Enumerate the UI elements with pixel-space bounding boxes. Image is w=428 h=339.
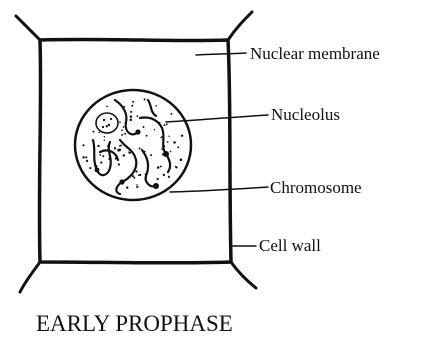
label-nucleolus: Nucleolus [271, 105, 340, 124]
speckle [98, 131, 100, 133]
speckle [157, 166, 160, 169]
speckle [177, 146, 179, 148]
speckle [176, 167, 178, 169]
label-chromosome: Chromosome [270, 178, 362, 197]
chromosomes [93, 100, 170, 194]
speckle [170, 151, 172, 153]
speckle [146, 135, 148, 137]
speckle [104, 136, 106, 138]
speckle [166, 123, 168, 125]
speckle [121, 134, 123, 136]
speckle [157, 178, 159, 180]
cell-wall-corner-tl [16, 16, 40, 40]
speckle [163, 124, 165, 126]
speckle [146, 159, 147, 160]
speckle [106, 106, 108, 108]
leader-lines [166, 53, 268, 246]
speckle [89, 167, 91, 169]
speckle [174, 142, 176, 144]
speckle [115, 157, 117, 159]
speckle [130, 119, 133, 122]
speckle [154, 129, 155, 130]
speckle [102, 155, 104, 157]
speckle [93, 131, 95, 133]
speckle [144, 98, 146, 100]
speckle [143, 126, 145, 128]
speckle [138, 174, 139, 175]
speckle [123, 154, 125, 156]
speckle [162, 154, 164, 156]
speckle [86, 160, 88, 162]
speckle [131, 105, 133, 107]
speckle [161, 136, 163, 138]
speckle [95, 165, 97, 167]
speckle [150, 154, 152, 156]
speckle [118, 163, 120, 165]
speckle [82, 144, 84, 146]
speckle [114, 147, 116, 149]
label-nuclear-membrane: Nuclear membrane [250, 44, 380, 63]
nucleus [75, 90, 191, 200]
speckle [133, 177, 135, 179]
speckle [163, 174, 165, 176]
speckle [170, 113, 172, 115]
leader-nuclear-membrane [196, 53, 246, 55]
leader-chromosome [170, 187, 268, 192]
speckle [163, 145, 165, 147]
speckle [97, 145, 99, 147]
speckle [108, 158, 110, 160]
speckle [107, 145, 109, 147]
speckle [145, 173, 147, 175]
nucleolus-body [96, 113, 118, 133]
speckle [128, 151, 129, 152]
speckle [139, 147, 141, 149]
speckle [137, 186, 139, 188]
speckle [159, 122, 161, 124]
speckle [106, 125, 108, 127]
speckle [136, 184, 138, 186]
speckle [181, 134, 183, 136]
speckle [132, 101, 134, 103]
cell-wall-corner-tr [228, 12, 252, 40]
speckle [180, 158, 183, 161]
speckle [119, 145, 121, 147]
speckle [161, 148, 163, 150]
speckle [135, 170, 137, 172]
speckle [167, 141, 169, 143]
cell-wall-corner-br [231, 262, 256, 288]
speckle [132, 175, 134, 177]
speckle [118, 149, 121, 152]
speckle [130, 115, 133, 118]
speckle [123, 126, 125, 128]
speckle [124, 133, 126, 135]
speckle [124, 106, 126, 108]
speckle [144, 151, 146, 153]
speckle [130, 111, 132, 113]
speckle [99, 154, 101, 156]
speckle [155, 105, 157, 107]
speckle [126, 186, 128, 188]
speckle [119, 121, 121, 123]
label-cell-wall: Cell wall [259, 236, 321, 255]
speckle [85, 156, 87, 158]
speckle [160, 165, 162, 167]
speckle [121, 129, 123, 131]
speckle [104, 139, 105, 140]
speckle [136, 115, 138, 117]
speckle [168, 176, 170, 178]
diagram-caption: EARLY PROPHASE [36, 311, 233, 336]
nucleoplasm-speckles [82, 98, 183, 188]
speckle [100, 161, 102, 163]
speckle [168, 135, 169, 136]
cell-wall-corner-bl [20, 262, 40, 292]
speckle [82, 156, 84, 158]
speckle [93, 146, 95, 148]
speckle [139, 174, 141, 176]
